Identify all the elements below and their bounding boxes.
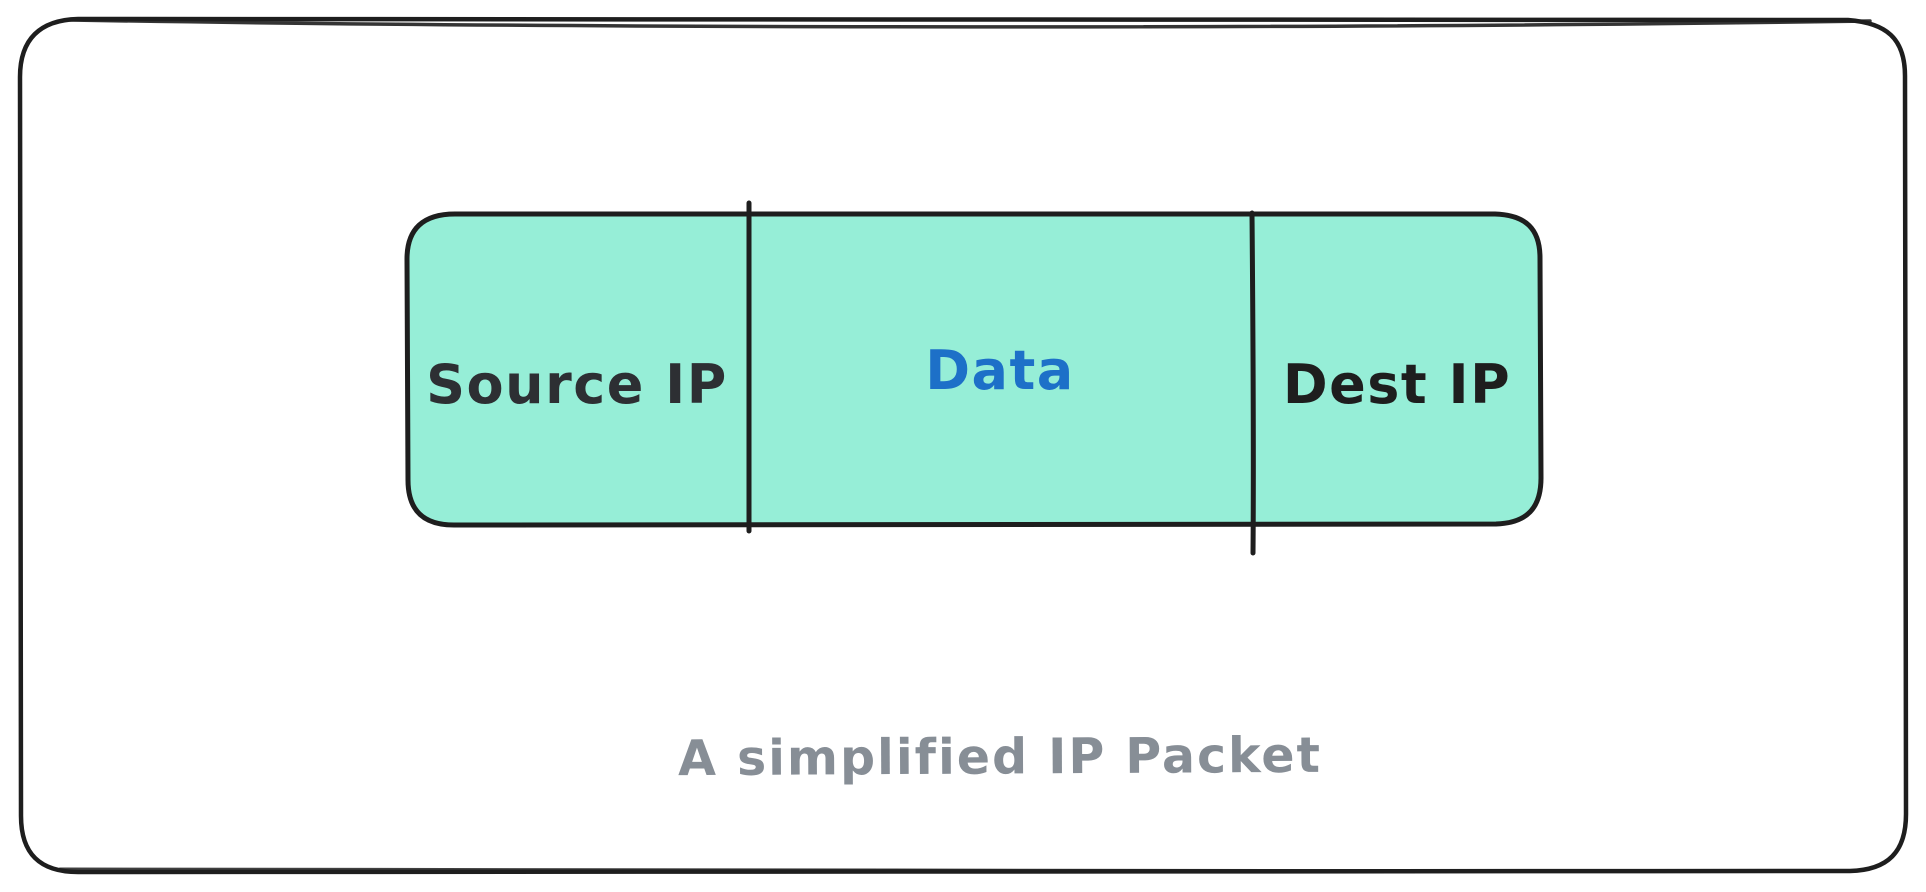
dest-ip-field-label: Dest IP (1282, 353, 1512, 416)
field-divider-left (745, 200, 752, 534)
diagram-caption: A simplified IP Packet (677, 726, 1323, 788)
data-field-label: Data (925, 339, 1075, 402)
field-divider-right (1249, 210, 1256, 556)
source-ip-field-label: Source IP (426, 353, 728, 416)
outer-frame-top-second-stroke (68, 18, 1872, 29)
outer-frame-bottom-second-stroke (58, 865, 1642, 873)
packet-box (404, 209, 1544, 528)
